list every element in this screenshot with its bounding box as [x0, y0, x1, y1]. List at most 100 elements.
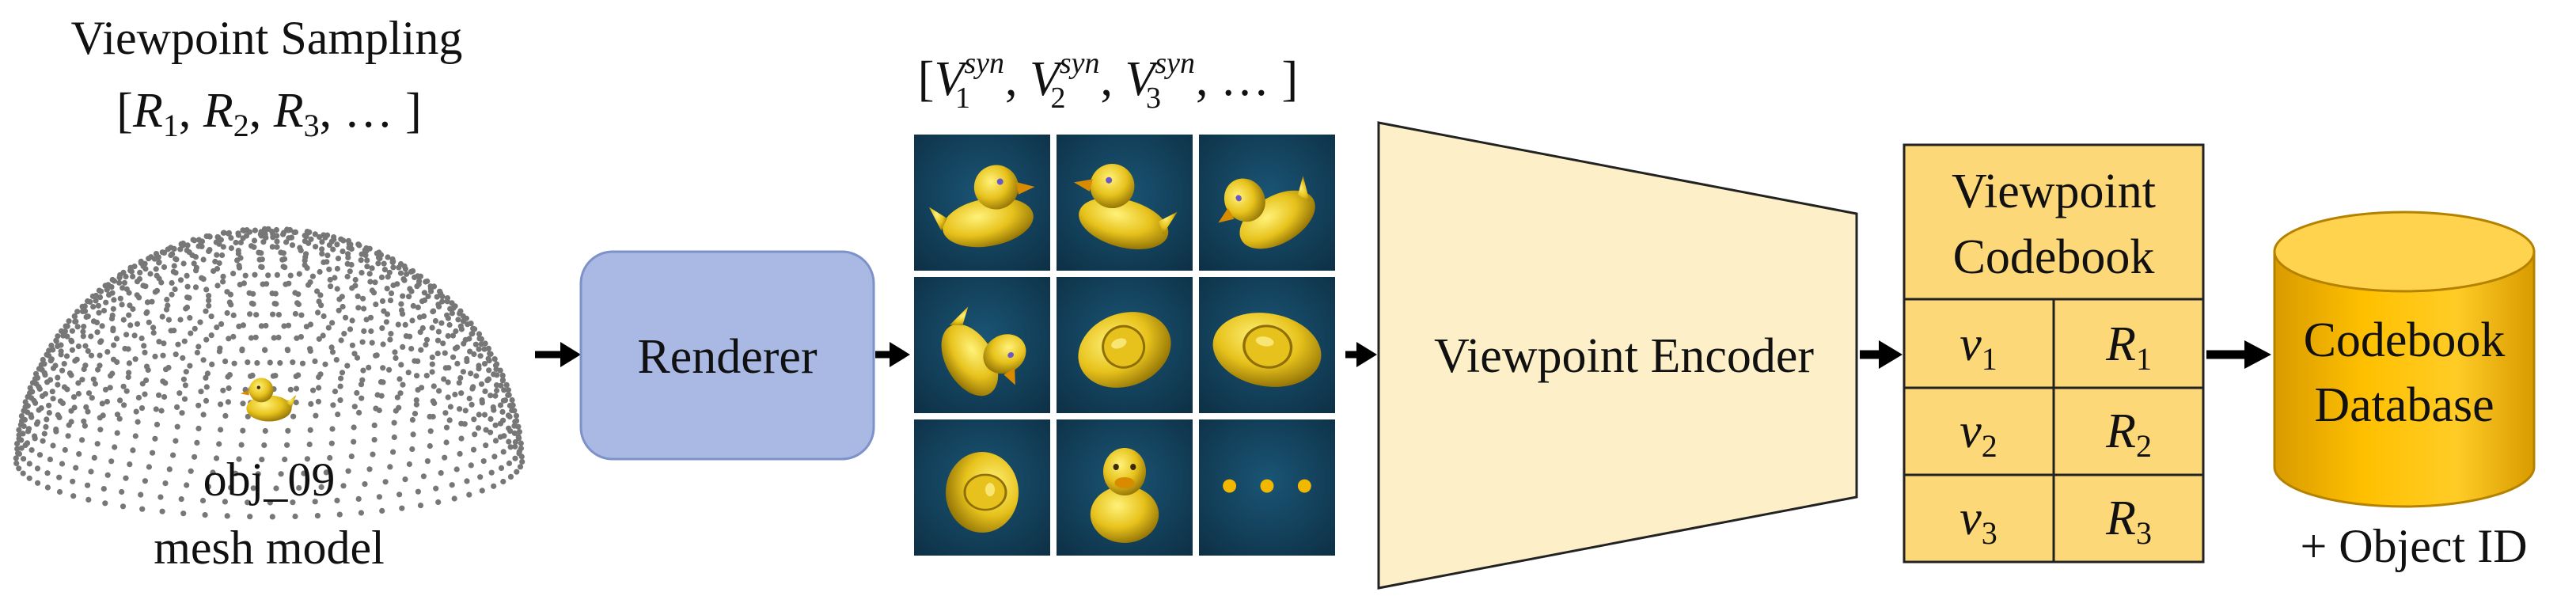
- viewpoint-dot: [74, 309, 81, 315]
- viewpoint-dot: [202, 512, 208, 518]
- viewpoint-dot: [346, 245, 352, 251]
- viewpoint-dot: [371, 437, 377, 443]
- viewpoint-dot: [319, 239, 325, 245]
- viewpoint-dot: [250, 290, 256, 297]
- viewpoint-dot: [360, 367, 366, 374]
- viewpoint-dot: [419, 324, 426, 332]
- viewpoint-dot: [136, 275, 143, 283]
- viewpoint-dot: [212, 258, 218, 265]
- viewpoint-dot: [326, 242, 332, 249]
- viewpoint-dot: [41, 370, 47, 376]
- viewpoint-dot: [161, 264, 168, 271]
- viewpoint-dot: [127, 268, 134, 274]
- viewpoint-dot: [14, 441, 21, 447]
- viewpoint-dot: [75, 390, 82, 397]
- synthetic-view-tile: [914, 277, 1050, 413]
- viewpoint-dot: [403, 271, 410, 277]
- viewpoint-dot: [20, 470, 26, 476]
- viewpoint-dot: [178, 496, 184, 503]
- viewpoint-dot: [192, 454, 198, 460]
- viewpoint-dot: [235, 232, 241, 238]
- viewpoint-dot: [519, 458, 525, 465]
- viewpoint-dot: [396, 491, 403, 498]
- viewpoint-dot: [298, 334, 304, 340]
- viewpoint-hemisphere: [13, 226, 525, 520]
- viewpoint-dot: [203, 336, 210, 343]
- viewpoint-dot: [55, 374, 61, 381]
- viewpoint-dot: [61, 361, 67, 367]
- viewpoint-dot: [250, 301, 256, 307]
- viewpoint-dot: [166, 466, 173, 472]
- viewpoint-dot: [21, 416, 28, 423]
- viewpoint-dot: [438, 320, 445, 326]
- viewpoint-dot: [16, 465, 22, 472]
- viewpoint-dot: [177, 317, 184, 323]
- viewpoint-dot: [216, 260, 222, 267]
- viewpoint-dot: [88, 352, 95, 359]
- rotation-r1: R: [132, 84, 163, 138]
- viewpoint-dot: [498, 465, 505, 472]
- viewpoint-dot: [273, 226, 279, 233]
- viewpoint-dot: [114, 359, 120, 366]
- viewpoint-dot: [161, 393, 168, 400]
- viewpoint-dot: [21, 408, 27, 414]
- viewpoint-dot: [329, 320, 336, 326]
- viewpoint-dot: [381, 260, 387, 267]
- viewpoint-dot: [108, 373, 114, 379]
- svg-text:[R1, R2, R3, … ]: [R1, R2, R3, … ]: [116, 84, 421, 143]
- viewpoint-dot: [65, 433, 71, 439]
- viewpoint-dot: [146, 464, 152, 470]
- viewpoint-dot: [314, 513, 321, 519]
- viewpoint-dot: [429, 369, 435, 375]
- viewpoint-dot: [452, 391, 458, 398]
- viewpoint-dot: [133, 408, 139, 415]
- viewpoint-dot: [46, 402, 52, 408]
- viewpoint-dot: [499, 408, 506, 416]
- viewpoint-dot: [306, 441, 313, 448]
- viewpoint-dot: [506, 425, 512, 431]
- viewpoint-dot: [400, 293, 406, 299]
- viewpoint-dot: [340, 237, 347, 244]
- viewpoint-dot: [149, 298, 155, 305]
- rot-r3: R: [2105, 491, 2136, 545]
- viewpoint-dot: [222, 359, 229, 365]
- viewpoint-dot: [488, 393, 494, 399]
- viewpoint-dot: [435, 328, 442, 335]
- viewpoint-dot: [96, 309, 102, 316]
- viewpoint-dot: [291, 229, 298, 236]
- viewpoint-dot: [468, 370, 474, 377]
- viewpoint-dot: [369, 340, 375, 346]
- viewpoint-dot: [82, 423, 88, 429]
- viewpoint-dot: [251, 237, 258, 244]
- viewpoint-dot: [207, 247, 213, 253]
- viewpoint-dot: [299, 360, 306, 366]
- viewpoint-dot: [250, 485, 256, 491]
- viewpoint-dot: [328, 344, 335, 351]
- viewpoint-dot: [110, 325, 116, 332]
- viewpoint-dot: [363, 248, 370, 254]
- viewpoint-dot: [83, 404, 89, 410]
- viewpoint-dot: [236, 264, 243, 271]
- viewpoint-dot: [195, 425, 202, 432]
- viewpoint-dot: [351, 351, 358, 357]
- viewpoint-dot: [90, 304, 97, 310]
- viewpoint-dot: [509, 397, 515, 404]
- viewpoint-dot: [441, 376, 447, 382]
- duck-render-icon: [1074, 164, 1178, 249]
- viewpoint-dot: [383, 319, 389, 325]
- viewpoint-dot: [130, 306, 136, 313]
- viewpoint-dot: [461, 421, 468, 427]
- viewpoint-dot: [492, 438, 499, 444]
- viewpoint-dot: [162, 480, 169, 487]
- viewpoint-dot: [338, 337, 344, 343]
- viewpoint-dot: [352, 276, 359, 283]
- viewpoint-dot: [85, 390, 93, 397]
- viewpoint-dot: [59, 461, 66, 467]
- viewpoint-dot: [260, 239, 267, 245]
- viewpoint-dot: [447, 404, 454, 410]
- viewpoint-dot: [476, 412, 482, 418]
- viewpoint-dot: [313, 244, 319, 250]
- viewpoint-dot: [290, 413, 297, 419]
- viewpoint-dot: [208, 313, 214, 320]
- viewpoint-dot: [458, 435, 465, 442]
